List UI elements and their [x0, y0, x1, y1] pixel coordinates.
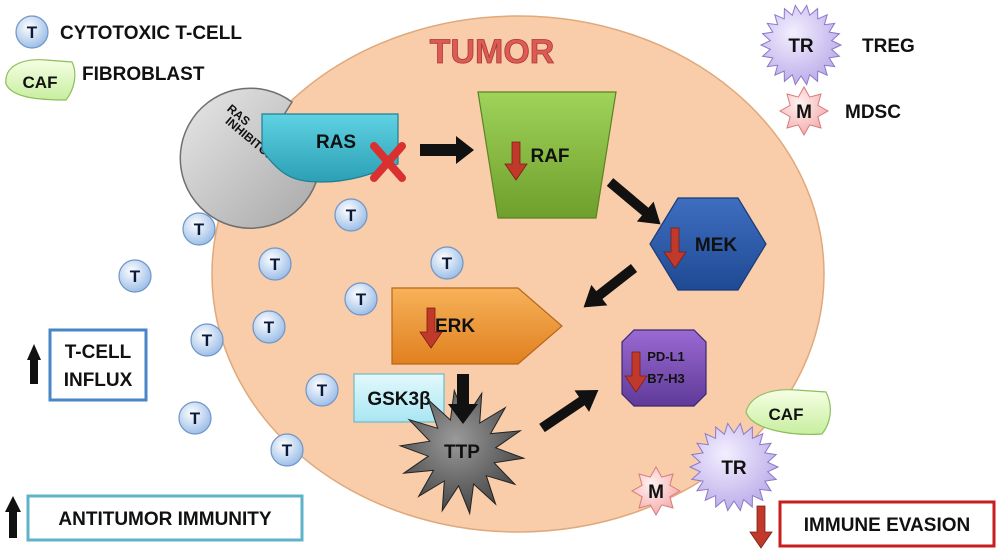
gsk3b-label: GSK3β: [367, 389, 430, 410]
down-arrow-icon: [749, 505, 773, 549]
legend-mdsc-symbol: M: [796, 102, 812, 123]
mek-label: MEK: [695, 235, 738, 256]
t-cell-symbol: T: [356, 290, 367, 309]
pdl1-label-line2: B7-H3: [647, 371, 685, 386]
t-cell: [344, 282, 378, 316]
ttp-label: TTP: [444, 442, 480, 463]
t-cell: [190, 323, 224, 357]
erk-label: ERK: [435, 316, 475, 337]
ttp-node: TTP: [398, 388, 526, 516]
t-cell-symbol: T: [282, 441, 293, 460]
ras-inhibitor: RAS INHIBITOR: [179, 87, 319, 229]
t-cell: [182, 212, 216, 246]
antitumor-immunity-box: ANTITUMOR IMMUNITY: [5, 494, 304, 542]
legend-caf: CAF FIBROBLAST: [5, 59, 205, 101]
up-arrow-icon: [27, 344, 41, 360]
erk-node: ERK: [391, 287, 563, 365]
legend-mdsc: M MDSC: [778, 85, 901, 137]
t-cell-symbol: T: [190, 409, 201, 428]
legend-mdsc-label: MDSC: [845, 102, 901, 123]
pdl1-label-line1: PD-L1: [647, 349, 685, 364]
down-arrow-icon: [419, 141, 687, 393]
mdsc-star-shape: [778, 85, 830, 137]
t-cell: [270, 433, 304, 467]
treg-cell: TR: [688, 422, 780, 512]
raf-node: RAF: [477, 91, 617, 219]
t-cell-symbol: T: [202, 331, 213, 350]
block-x-icon: [370, 142, 406, 182]
up-arrow-icon: [5, 496, 21, 512]
t-cell-symbol: T: [130, 267, 141, 286]
t-cell-symbol: T: [442, 254, 453, 273]
treg-star-shape: [759, 4, 843, 86]
legend-t-cell: T CYTOTOXIC T-CELL: [15, 15, 242, 49]
treg-cell-symbol: TR: [721, 458, 747, 479]
antitumor-immunity-label: ANTITUMOR IMMUNITY: [58, 509, 272, 530]
gsk3b-node: GSK3β: [353, 373, 445, 423]
t-cell-symbol: T: [194, 220, 205, 239]
mdsc-cell-symbol: M: [648, 482, 664, 503]
caf-cell: CAF: [745, 389, 831, 435]
legend-t-cell-symbol: T: [27, 23, 38, 42]
mek-node: MEK: [649, 197, 767, 291]
t-cell-influx-box: T-CELL INFLUX: [27, 328, 148, 402]
t-cell: [252, 310, 286, 344]
t-cell: [305, 373, 339, 407]
t-cell-symbol: T: [317, 381, 328, 400]
up-arrow-icon: [9, 508, 17, 538]
legend-treg-label: TREG: [862, 36, 915, 57]
legend-caf-label: FIBROBLAST: [82, 64, 205, 85]
caf-cell-symbol: CAF: [769, 405, 804, 424]
t-cell-symbol: T: [270, 255, 281, 274]
legend-t-cell-label: CYTOTOXIC T-CELL: [60, 23, 242, 44]
ttp-star-shape: [398, 388, 526, 516]
t-cell-group: T T T T T T T T T T T: [118, 198, 464, 467]
treg-star-shape: [688, 422, 780, 512]
raf-label: RAF: [530, 146, 569, 167]
t-cell-symbol: T: [264, 318, 275, 337]
immune-evasion-box: IMMUNE EVASION: [749, 500, 996, 549]
pathway-arrow-icon: [420, 136, 661, 433]
legend-caf-symbol: CAF: [23, 73, 58, 92]
legend-treg: TR TREG: [759, 4, 915, 86]
immune-evasion-label: IMMUNE EVASION: [804, 515, 970, 536]
t-cell: [178, 401, 212, 435]
t-cell: [258, 247, 292, 281]
t-cell-influx-line1: T-CELL: [65, 342, 132, 363]
t-cell-influx-line2: INFLUX: [64, 370, 133, 391]
t-cell: [334, 198, 368, 232]
t-cell: [118, 259, 152, 293]
pdl1-node: PD-L1 B7-H3: [621, 329, 707, 407]
t-cell: [430, 246, 464, 280]
up-arrow-icon: [30, 356, 38, 384]
mdsc-cell: M: [630, 465, 682, 517]
ras-label: RAS: [316, 132, 356, 153]
t-cell-symbol: T: [346, 206, 357, 225]
mdsc-star-shape: [630, 465, 682, 517]
legend-treg-symbol: TR: [788, 36, 814, 57]
tumor-title: TUMOR: [430, 33, 555, 71]
